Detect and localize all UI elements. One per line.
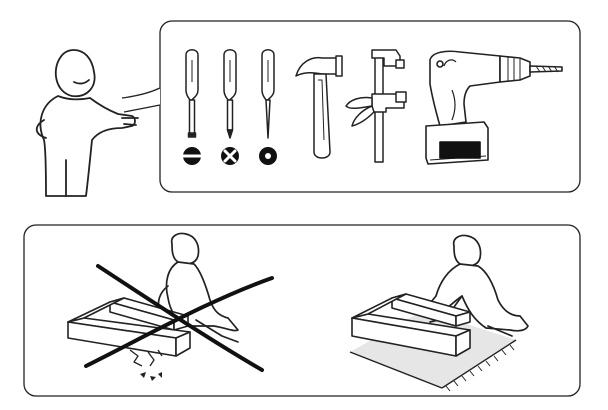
kneeling-figure-left [157,232,239,343]
pointer-wedge [122,88,160,112]
dot-symbol [259,147,277,165]
furniture-frame-right [351,293,471,357]
flathead-screwdriver-icon [185,49,199,138]
hammer-icon [295,55,343,159]
slot-symbol [183,147,201,165]
bar-clamp-icon [345,49,407,163]
furniture-frame-left [67,297,191,367]
instruction-figure-pointing [35,49,139,197]
phillips-screwdriver-icon [223,49,237,139]
correct-on-rug-scene [349,234,529,392]
cross-out-mark [84,264,274,372]
awl-icon [261,49,275,139]
cross-symbol [221,147,239,165]
cordless-drill-icon [425,50,563,165]
debris-chips [140,372,162,381]
incorrect-hard-floor-scene [67,232,274,381]
